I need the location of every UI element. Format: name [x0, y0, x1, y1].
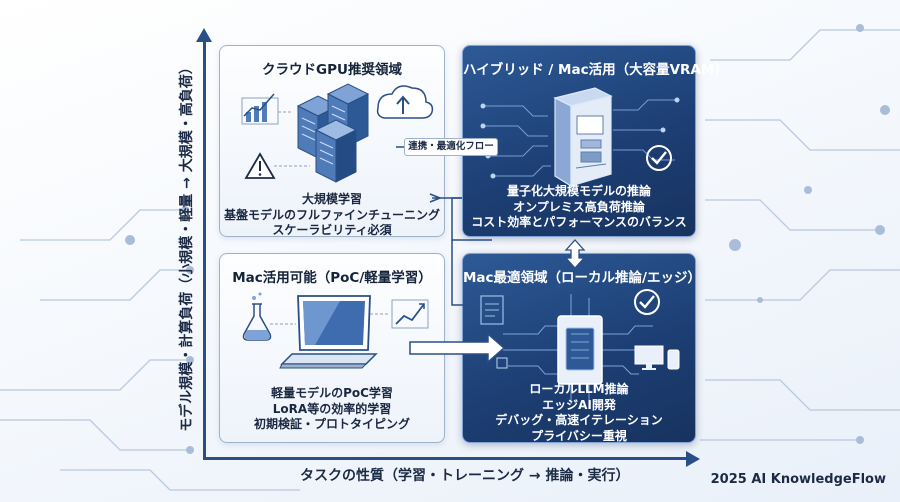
description-line: ローカルLLM推論	[529, 382, 629, 396]
bar-chart-icon	[241, 93, 279, 125]
quadrant-description: 大規模学習 基盤モデルのフルファインチューニング スケーラビリティ必須	[220, 192, 444, 239]
description-line: 基盤モデルのフルファインチューニング	[223, 207, 440, 222]
document-icon	[480, 295, 504, 325]
quadrant-description: 量子化大規模モデルの推論 オンプレミス高負荷推論 コスト効率とパフォーマンスのバ…	[463, 184, 695, 231]
line-chart-icon	[391, 299, 429, 329]
quadrant-title: Mac活用可能（PoC/軽量学習）	[232, 270, 432, 286]
y-axis-line	[203, 40, 206, 458]
monitor-icon	[634, 345, 664, 370]
check-badge-icon	[646, 145, 672, 171]
x-axis-arrow-icon	[686, 451, 700, 467]
quadrant-description: ローカルLLM推論 エッジAI開発 デバッグ・高速イテレーション プライバシー重…	[463, 382, 695, 444]
description-line: スケーラビリティ必須	[272, 223, 392, 237]
cpu-chip-icon	[480, 289, 680, 404]
server-rack-icon	[241, 83, 434, 183]
x-axis-label: タスクの性質（学習・トレーニング → 推論・実行）	[300, 468, 630, 484]
laptop-icon	[242, 292, 429, 369]
description-line: コスト効率とパフォーマンスのバランス	[471, 215, 687, 229]
flask-icon	[242, 292, 272, 341]
description-line: LoRA等の効率的学習	[272, 401, 392, 416]
check-badge-icon	[634, 289, 660, 315]
quadrant-description: 軽量モデルのPoC学習 LoRA等の効率的学習 初期検証・プロトタイピング	[220, 386, 444, 433]
description-line: エッジAI開発	[542, 397, 616, 412]
circuit-icon	[483, 99, 677, 177]
quadrant-mac-local: Mac最適領域（ローカル推論/エッジ）	[462, 253, 701, 444]
x-axis-line	[203, 457, 688, 460]
description-line: 軽量モデルのPoC学習	[271, 386, 393, 400]
description-line: オンプレミス高負荷推論	[513, 199, 645, 214]
description-line: デバッグ・高速イテレーション	[495, 413, 663, 427]
description-line: 量子化大規模モデルの推論	[506, 184, 651, 198]
warning-icon	[244, 152, 276, 179]
description-line: 初期検証・プロトタイピング	[253, 417, 410, 431]
description-line: 大規模学習	[301, 192, 362, 206]
quadrant-title: Mac最適領域（ローカル推論/エッジ）	[463, 270, 701, 286]
workstation-icon	[480, 87, 680, 188]
flow-label: 連携・最適化フロー	[404, 138, 498, 156]
y-axis-arrow-icon	[196, 28, 212, 42]
quadrant-mac-poc: Mac活用可能（PoC/軽量学習） 軽量モデルのPoC学習 LoRA等の効率的学…	[219, 253, 445, 443]
y-axis-label: モデル規模・計算負荷（小規模・軽量 → 大規模・高負荷）	[179, 60, 195, 432]
description-line: プライバシー重視	[531, 428, 627, 443]
phone-icon	[667, 349, 680, 370]
credit-text: 2025 AI KnowledgeFlow	[710, 472, 886, 487]
quadrant-title: ハイブリッド / Mac活用（大容量VRAM）	[463, 62, 728, 78]
quadrant-cloud-gpu: クラウドGPU推奨領域	[219, 45, 445, 237]
quadrant-hybrid-mac: ハイブリッド / Mac活用（大容量VRAM） 量子化大規模モデルの推論 オンプ…	[462, 45, 728, 237]
cloud-upload-icon	[376, 85, 434, 119]
quadrant-title: クラウドGPU推奨領域	[262, 62, 402, 78]
